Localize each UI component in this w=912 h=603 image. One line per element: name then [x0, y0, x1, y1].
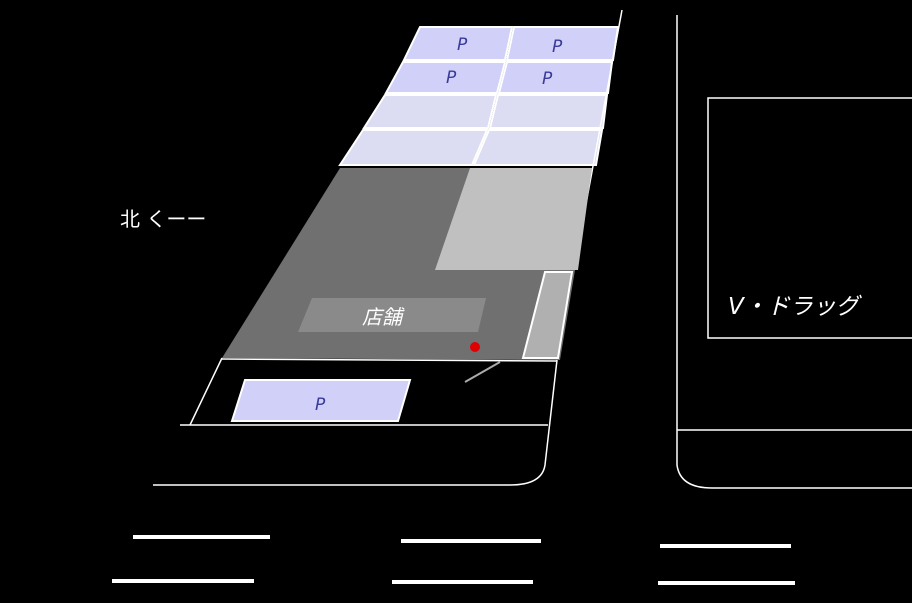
north-direction-label: 北 くーー: [120, 207, 207, 231]
store-label: 店舗: [362, 305, 405, 329]
entrance-marker: [470, 342, 480, 352]
parking-grid: [338, 26, 620, 166]
neighbor-store-label: V・ドラッグ: [728, 294, 859, 320]
parking-space: [338, 129, 489, 166]
parking-space: [362, 94, 498, 129]
parking-space: [230, 379, 412, 422]
side-strip: [521, 271, 574, 359]
neighbor-lines: [676, 15, 912, 489]
store-label-bar: [298, 298, 486, 332]
lot-lines: [153, 357, 558, 486]
parking-space: [505, 26, 620, 61]
parking-space: [472, 129, 604, 166]
parking-mark: P: [446, 68, 457, 88]
light-area: [435, 168, 592, 270]
walkway: [464, 361, 501, 383]
parking-mark: P: [552, 37, 563, 57]
parking-space: [488, 94, 609, 129]
parking-mark: P: [542, 69, 553, 89]
parking-mark: P: [315, 395, 326, 415]
parking-mark: P: [457, 35, 468, 55]
road-markings: [112, 535, 795, 585]
parking-space: [384, 61, 507, 94]
parking-space: [402, 26, 514, 61]
parking-space: [497, 61, 614, 94]
